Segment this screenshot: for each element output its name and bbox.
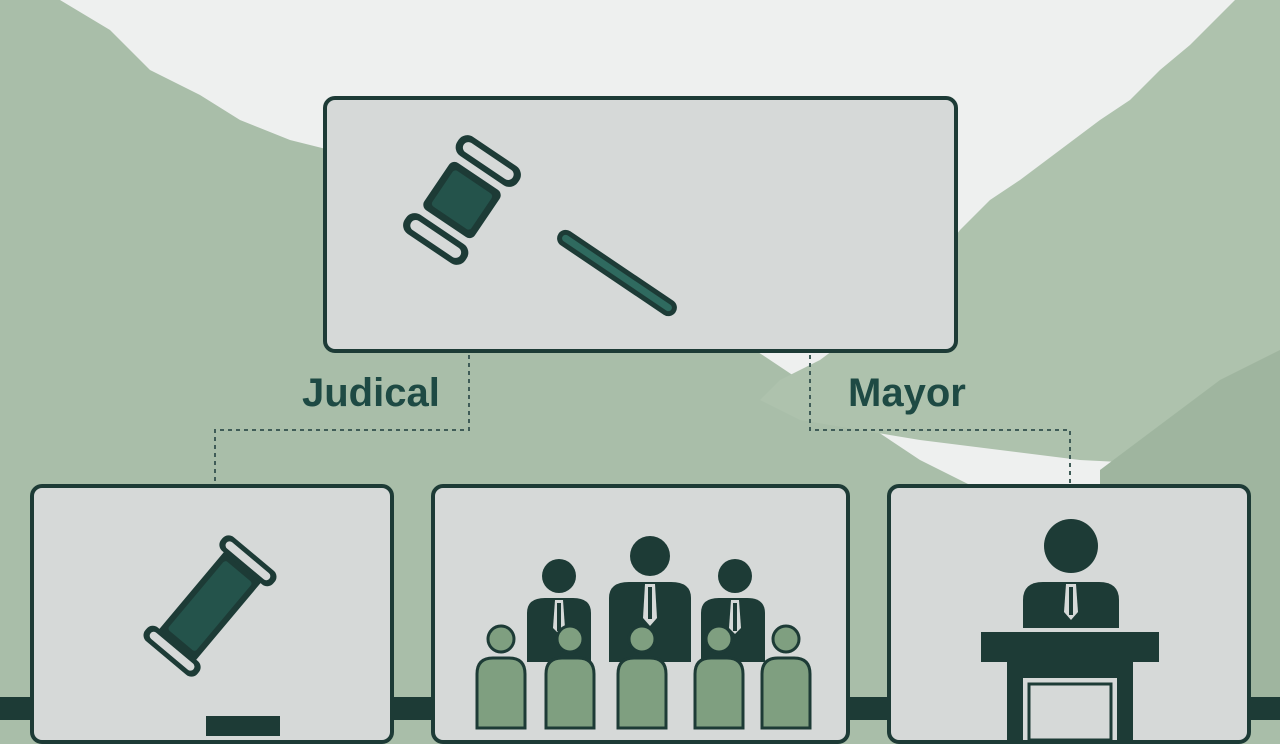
- edge-label-left: Judical: [302, 371, 440, 415]
- top-node-box: [323, 96, 958, 353]
- connector-lines: [214, 355, 1071, 486]
- gavel-icon: [403, 135, 677, 317]
- child-node-box-left: [30, 484, 394, 744]
- connector-left: [214, 355, 470, 486]
- child-node-box-right: [887, 484, 1251, 744]
- council-people-icon: [475, 536, 812, 730]
- gavel-icon: [143, 535, 280, 736]
- speaker-podium-icon: [981, 519, 1159, 740]
- child-node-box-middle: [431, 484, 850, 744]
- connector-right: [809, 355, 1071, 486]
- edge-label-right: Mayor: [848, 371, 966, 415]
